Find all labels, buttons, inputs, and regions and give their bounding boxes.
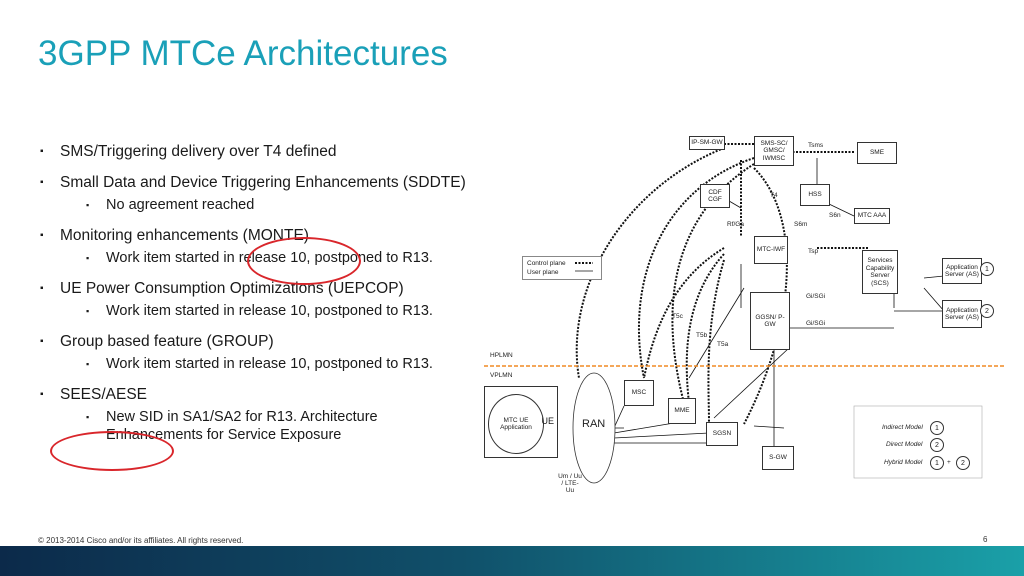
ran-label: RAN bbox=[582, 418, 606, 430]
bullet-list: SMS/Triggering delivery over T4 defined … bbox=[40, 142, 470, 456]
mtc-iwf-node: MTC-IWF bbox=[754, 236, 788, 264]
s6n-label: S6n bbox=[829, 212, 841, 219]
ggsn-pgw-node: GGSN/ P-GW bbox=[750, 292, 790, 350]
sub-bullet-uepcop: Work item started in release 10, postpon… bbox=[86, 302, 470, 320]
mtc-ue-application-node: MTC UE Application bbox=[488, 394, 544, 454]
t4-label: T4 bbox=[770, 192, 778, 199]
application-server-2: Application Server (AS) bbox=[942, 300, 982, 328]
direct-model-badge: 2 bbox=[930, 438, 944, 452]
as2-badge: 2 bbox=[980, 304, 994, 318]
bullet-uepcop: UE Power Consumption Optimizations (UEPC… bbox=[40, 279, 470, 320]
t5a-label: T5a bbox=[717, 341, 729, 348]
gi-sgi-label-2: Gi/SGi bbox=[806, 320, 826, 327]
sub-bullet-group: Work item started in release 10, postpon… bbox=[86, 355, 470, 373]
vplmn-label: VPLMN bbox=[490, 372, 513, 379]
sgsn-node: SGSN bbox=[706, 422, 738, 446]
hybrid-model-badge-2: 2 bbox=[956, 456, 970, 470]
um-uu-label: Um / Uu / LTE-Uu bbox=[558, 473, 582, 494]
ue-node: UE bbox=[484, 386, 558, 458]
sme-node: SME bbox=[857, 142, 897, 164]
ue-label: UE bbox=[541, 416, 554, 427]
tsp-label: Tsp bbox=[808, 248, 819, 255]
slide-title: 3GPP MTCe Architectures bbox=[38, 34, 448, 73]
diagram-connections bbox=[484, 143, 1004, 484]
highlight-circle-monte bbox=[247, 237, 361, 285]
bullet-group: Group based feature (GROUP) Work item st… bbox=[40, 332, 470, 373]
legend-control-plane: Control plane bbox=[527, 260, 566, 267]
mtc-aaa-node: MTC AAA bbox=[854, 208, 890, 224]
hss-node: HSS bbox=[800, 184, 830, 206]
bullet-sees-aese: SEES/AESE New SID in SA1/SA2 for R13. Ar… bbox=[40, 385, 470, 444]
hybrid-model-label: Hybrid Model bbox=[884, 459, 923, 466]
as1-badge: 1 bbox=[980, 262, 994, 276]
architecture-diagram: IP-SM-GW SMS-SC/ GMSC/ IWMSC SME CDF CGF… bbox=[484, 128, 1004, 508]
footer-bar bbox=[0, 546, 1024, 576]
hybrid-model-badge-1: 1 bbox=[930, 456, 944, 470]
page-number: 6 bbox=[983, 535, 988, 544]
direct-model-label: Direct Model bbox=[886, 441, 923, 448]
sub-bullet-sees-aese: New SID in SA1/SA2 for R13. Architecture… bbox=[86, 408, 470, 444]
s6m-label: S6m bbox=[794, 221, 808, 228]
t5c-label: T5c bbox=[672, 313, 683, 320]
hybrid-plus-sign: + bbox=[947, 459, 951, 466]
bullet-sms-triggering: SMS/Triggering delivery over T4 defined bbox=[40, 142, 470, 161]
t5b-label: T5b bbox=[696, 332, 708, 339]
tsms-label: Tsms bbox=[808, 142, 824, 149]
sms-sc-node: SMS-SC/ GMSC/ IWMSC bbox=[754, 136, 794, 166]
bullet-sddte: Small Data and Device Triggering Enhance… bbox=[40, 173, 470, 214]
sgw-node: S-GW bbox=[762, 446, 794, 470]
indirect-model-badge: 1 bbox=[930, 421, 944, 435]
hplmn-label: HPLMN bbox=[490, 352, 513, 359]
legend-user-plane: User plane bbox=[527, 269, 559, 276]
indirect-model-label: Indirect Model bbox=[882, 424, 923, 431]
sub-bullet-sddte: No agreement reached bbox=[86, 196, 470, 214]
footer-copyright: © 2013-2014 Cisco and/or its affiliates.… bbox=[38, 536, 244, 545]
legend: Control plane User plane bbox=[522, 256, 602, 280]
application-server-1: Application Server (AS) bbox=[942, 258, 982, 284]
msc-node: MSC bbox=[624, 380, 654, 406]
gi-sgi-label-1: Gi/SGi bbox=[806, 293, 826, 300]
ip-sm-gw-node: IP-SM-GW bbox=[689, 136, 725, 150]
rf-ga-label: Rf/Ga bbox=[727, 221, 744, 228]
scs-node: Services Capability Server (SCS) bbox=[862, 250, 898, 294]
cdf-cgf-node: CDF CGF bbox=[700, 184, 730, 208]
model-legend: Indirect Model 1 Direct Model 2 Hybrid M… bbox=[854, 406, 982, 478]
highlight-circle-sees bbox=[50, 431, 174, 471]
mme-node: MME bbox=[668, 398, 696, 424]
